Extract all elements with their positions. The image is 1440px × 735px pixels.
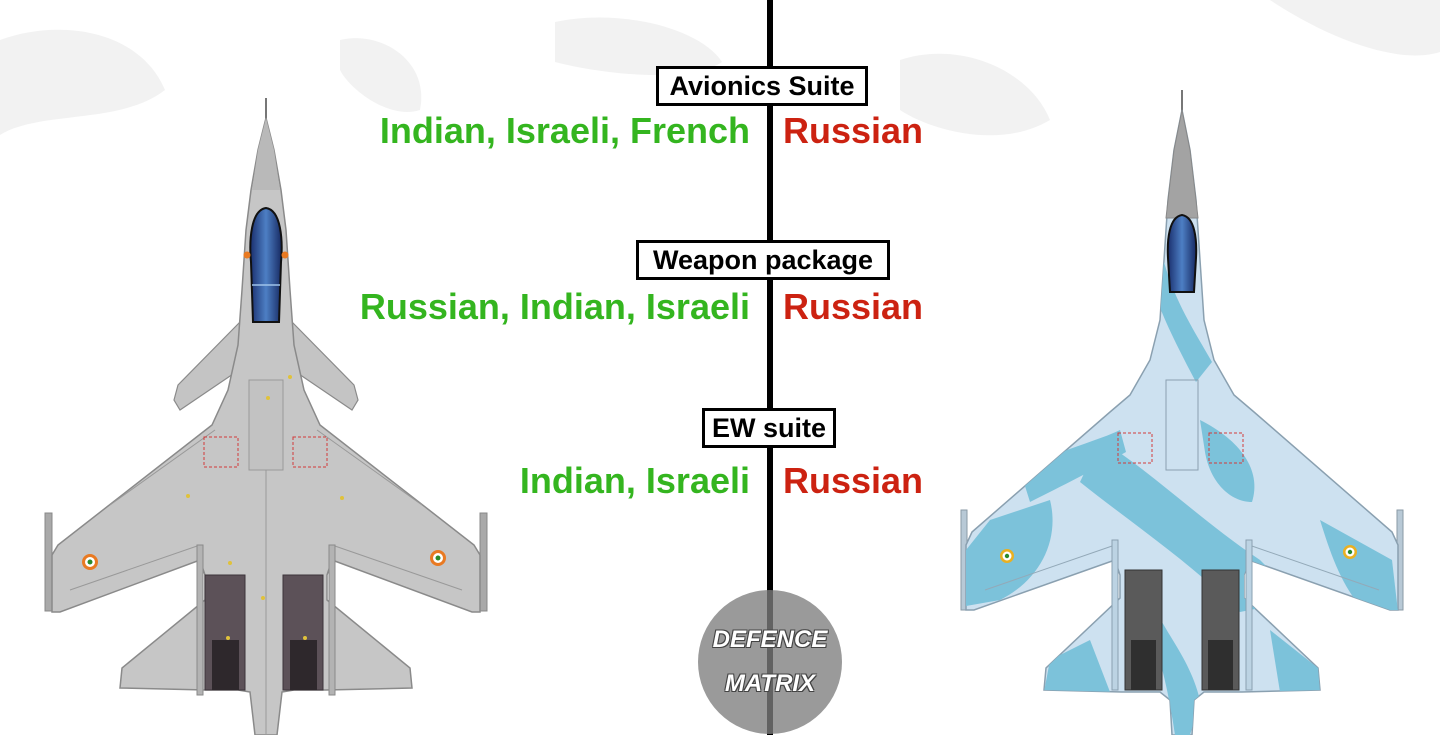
center-divider-line <box>767 0 773 735</box>
right-value-ew: Russian <box>783 460 924 501</box>
category-label-ew: EW suite <box>702 408 836 448</box>
watermark-line-2: MATRIX <box>724 670 816 697</box>
roundel-icon <box>430 550 446 566</box>
watermark-line-1: DEFENCE <box>712 626 828 653</box>
category-label-avionics: Avionics Suite <box>656 66 868 106</box>
right-value-weapons: Russian <box>783 286 924 327</box>
airframe <box>965 109 1399 735</box>
category-label-weapons: Weapon package <box>636 240 890 280</box>
right-value-avionics: Russian <box>783 110 924 151</box>
roundel-icon <box>1000 549 1014 563</box>
left-value-weapons: Russian, Indian, Israeli <box>359 286 750 327</box>
watermark-logo: DEFENCE MATRIX <box>698 590 842 734</box>
left-value-avionics: Indian, Israeli, French <box>379 110 750 151</box>
canopy <box>1166 213 1198 293</box>
fighter-jet-right-icon <box>960 90 1404 735</box>
fighter-jet-left-icon <box>44 98 488 735</box>
roundel-icon <box>1343 545 1357 559</box>
roundel-icon <box>82 554 98 570</box>
left-value-ew: Indian, Israeli <box>519 460 750 501</box>
canopy <box>249 206 283 323</box>
